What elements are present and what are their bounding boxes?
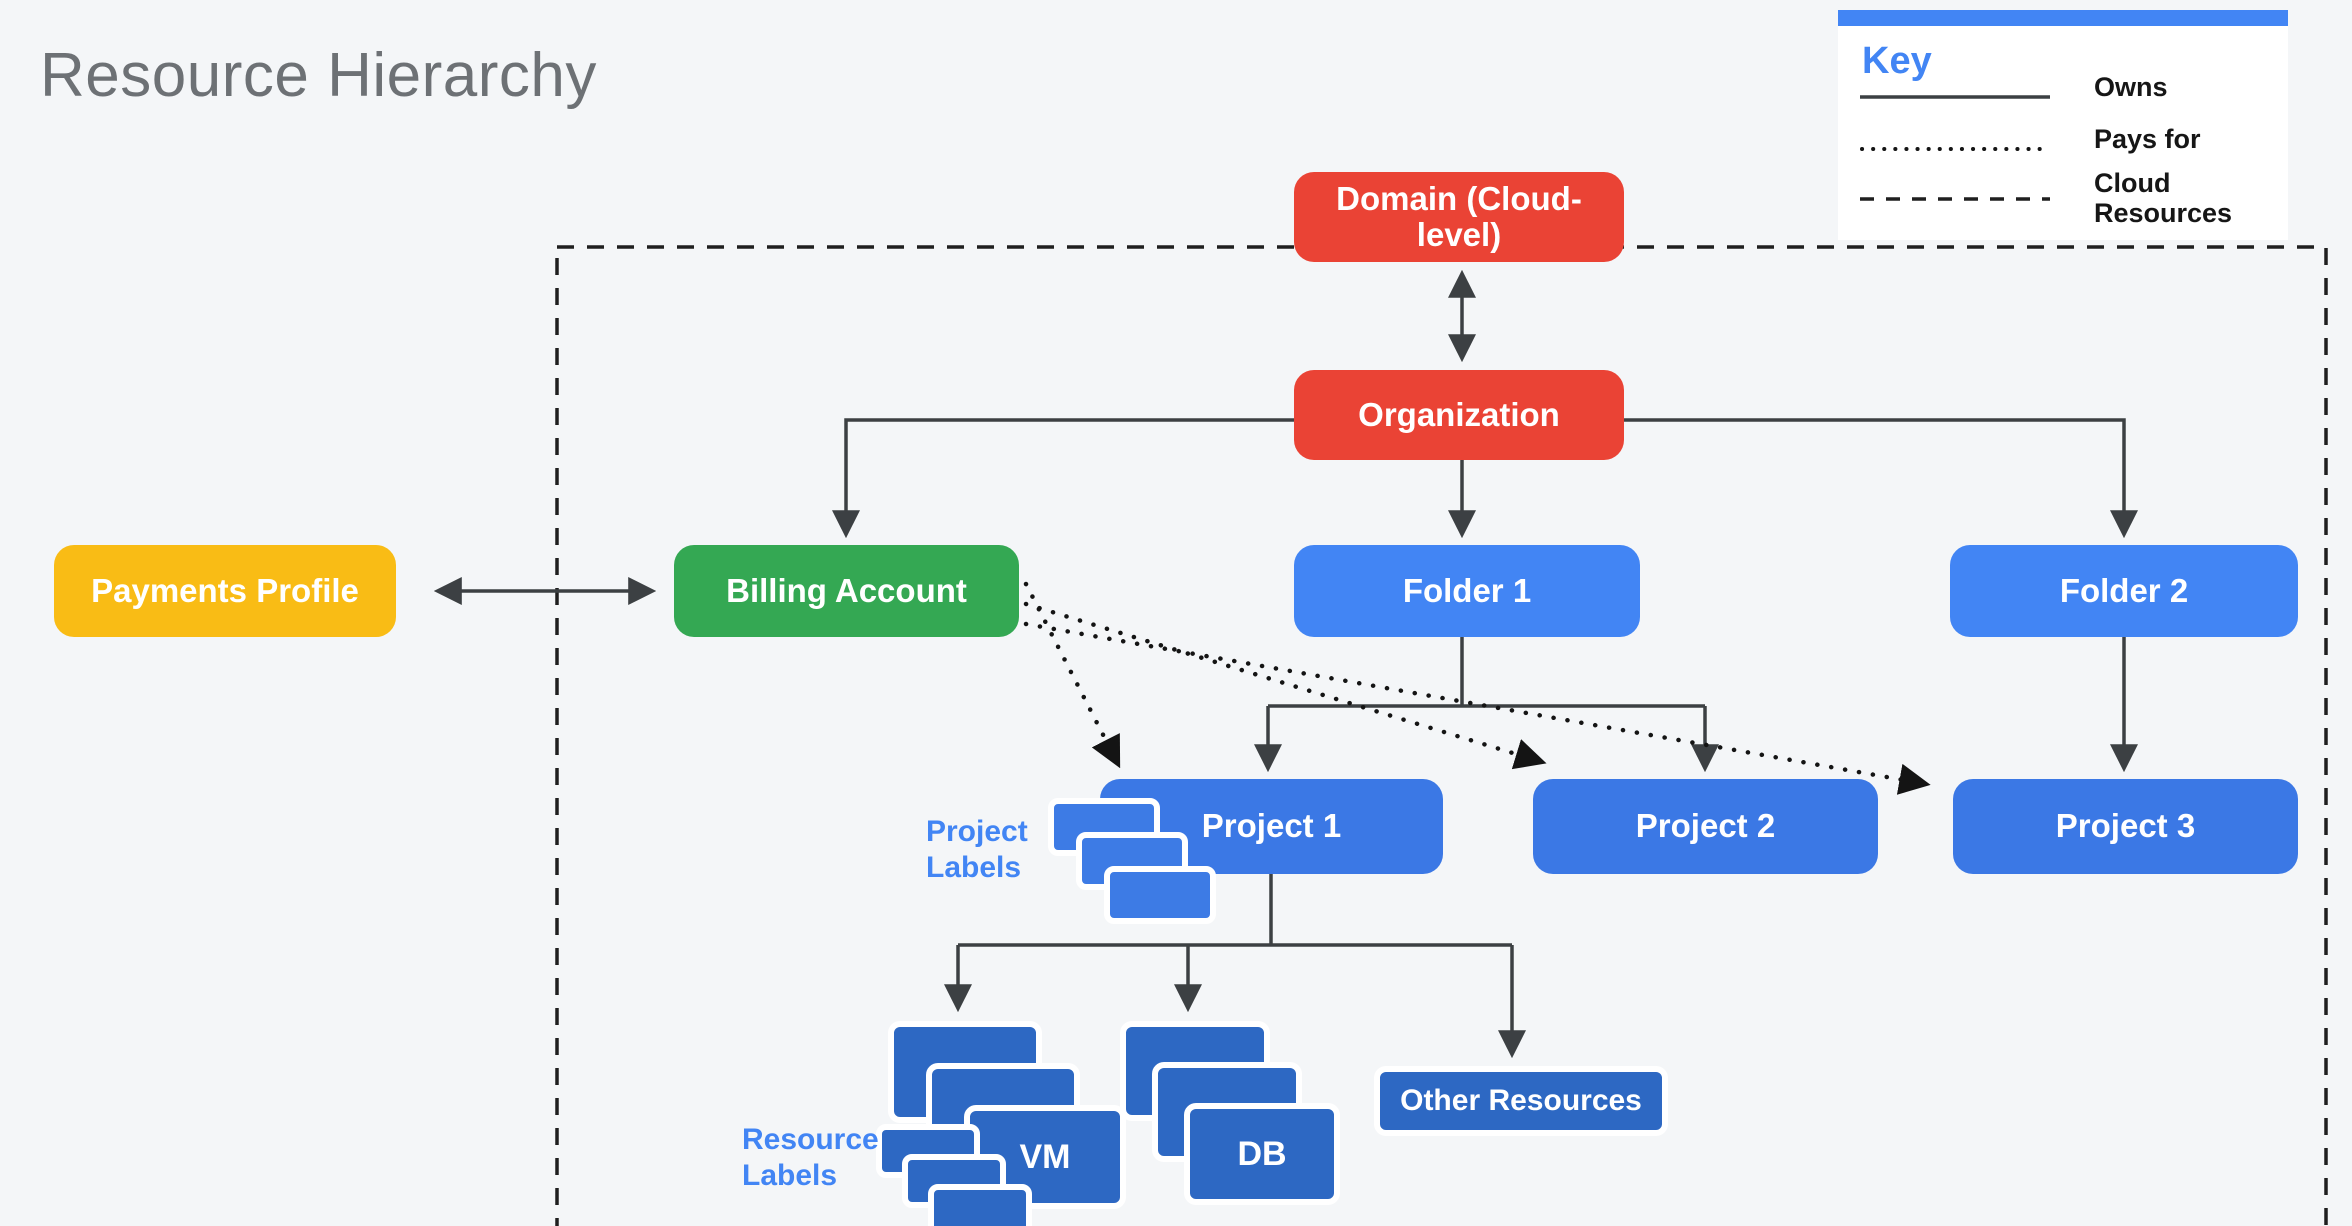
- node-project-1-label: Project 1: [1201, 807, 1342, 845]
- key-label-pays-for: Pays for: [2094, 124, 2201, 154]
- key-dashed-line-sample: [1860, 197, 2050, 201]
- paysfor-billing-project2: [1023, 601, 1547, 770]
- node-billing-account: Billing Account: [674, 545, 1019, 637]
- node-payments-profile-label: Payments Profile: [91, 571, 359, 609]
- node-billing-account-label: Billing Account: [726, 571, 967, 609]
- key-panel: Key Owns Pays for Cloud Resources: [1838, 10, 2288, 240]
- resource-label-tag: [876, 1124, 980, 1178]
- project-label-tag: [1048, 798, 1160, 856]
- db-stack-card-front: DB: [1184, 1103, 1340, 1205]
- resource-label-tag: [902, 1154, 1006, 1208]
- vm-label: VM: [1019, 1137, 1071, 1176]
- db-stack-card: [1152, 1062, 1302, 1162]
- node-project-3: Project 3: [1953, 779, 2298, 874]
- connector-organization-billing: [832, 418, 1294, 539]
- key-heading: Key: [1862, 40, 1932, 82]
- key-topbar: [1838, 10, 2288, 26]
- key-label-owns: Owns: [2094, 72, 2168, 102]
- db-stack-card: [1120, 1021, 1270, 1121]
- vm-stack-card-front: VM: [964, 1105, 1126, 1209]
- node-project-1: Project 1: [1100, 779, 1443, 874]
- connector-folder1-tee: [1268, 637, 1705, 708]
- node-project-2-label: Project 2: [1635, 807, 1776, 845]
- node-folder-1-label: Folder 1: [1402, 571, 1532, 609]
- node-folder-2-label: Folder 2: [2059, 571, 2189, 609]
- key-label-cloud-resources: Cloud Resources: [2094, 168, 2233, 228]
- node-domain-label: Domain (Cloud-level): [1336, 179, 1582, 253]
- node-folder-1: Folder 1: [1294, 545, 1640, 637]
- resource-labels-annotation: Resource Labels: [742, 1123, 879, 1192]
- connector-project1-tee: [958, 874, 1512, 947]
- node-folder-2: Folder 2: [1950, 545, 2298, 637]
- key-solid-line-sample: [1860, 95, 2050, 99]
- node-other-resources: Other Resources: [1374, 1066, 1668, 1136]
- node-payments-profile: Payments Profile: [54, 545, 396, 637]
- other-resources-label: Other Resources: [1400, 1084, 1642, 1117]
- node-project-3-label: Project 3: [2055, 807, 2196, 845]
- node-project-2: Project 2: [1533, 779, 1878, 874]
- vm-stack-card: [888, 1021, 1042, 1123]
- project-label-tag: [1076, 832, 1188, 890]
- node-domain: Domain (Cloud-level): [1294, 172, 1624, 262]
- cloud-resources-boundary: [555, 245, 2328, 1226]
- vm-stack-card: [926, 1063, 1080, 1165]
- resource-label-tag: [928, 1184, 1032, 1226]
- node-organization: Organization: [1294, 370, 1624, 460]
- connector-organization-folder2: [1624, 418, 2138, 539]
- node-organization-label: Organization: [1358, 395, 1560, 433]
- project-label-tag: [1104, 866, 1216, 924]
- db-label: DB: [1237, 1134, 1287, 1173]
- key-dotted-line-sample: [1860, 147, 2050, 151]
- paysfor-billing-project3: [1023, 621, 1931, 795]
- paysfor-billing-project1: [1023, 581, 1121, 769]
- page-title: Resource Hierarchy: [40, 41, 597, 110]
- project-labels-annotation: Project Labels: [926, 815, 1028, 884]
